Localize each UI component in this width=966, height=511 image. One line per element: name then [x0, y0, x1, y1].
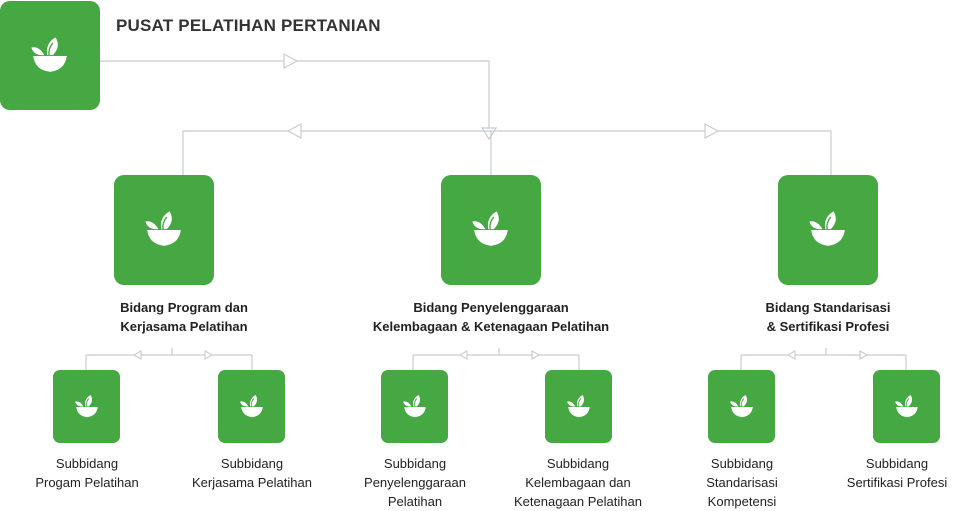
- leaf-bowl-icon: [402, 394, 426, 417]
- division-box-3: [778, 175, 878, 285]
- sub-bus-2: [412, 348, 580, 370]
- leaf-bowl-icon: [31, 36, 67, 72]
- leaf-bowl-icon: [145, 211, 181, 246]
- sub-bus-3: [740, 348, 907, 370]
- division-box-2: [441, 175, 541, 285]
- arrow-right-marker: [704, 122, 720, 140]
- division-label-3: Bidang Standarisasi& Sertifikasi Profesi: [765, 300, 891, 334]
- leaf-bowl-icon: [566, 394, 590, 417]
- leaf-bowl-icon: [239, 394, 263, 417]
- page-title: PUSAT PELATIHAN PERTANIAN: [116, 16, 381, 35]
- arrow-right-marker: [283, 52, 299, 70]
- subdivision-box-3-2: [873, 370, 940, 443]
- sub-bus-1: [85, 348, 253, 370]
- division-box-1: [114, 175, 214, 285]
- leaf-bowl-icon: [894, 394, 918, 417]
- leaf-bowl-icon: [472, 211, 508, 246]
- arrow-down-marker: [480, 127, 498, 141]
- leaf-bowl-icon: [729, 394, 753, 417]
- subdivision-box-2-2: [545, 370, 612, 443]
- subdivision-box-3-1: [708, 370, 775, 443]
- subdivision-box-2-1: [381, 370, 448, 443]
- subdivision-box-1-1: [53, 370, 120, 443]
- root-connector: [100, 60, 490, 131]
- arrow-left-marker: [286, 122, 302, 140]
- subdivision-box-1-2: [218, 370, 285, 443]
- leaf-bowl-icon: [74, 394, 98, 417]
- root-node-box: [0, 1, 100, 110]
- leaf-bowl-icon: [809, 211, 845, 246]
